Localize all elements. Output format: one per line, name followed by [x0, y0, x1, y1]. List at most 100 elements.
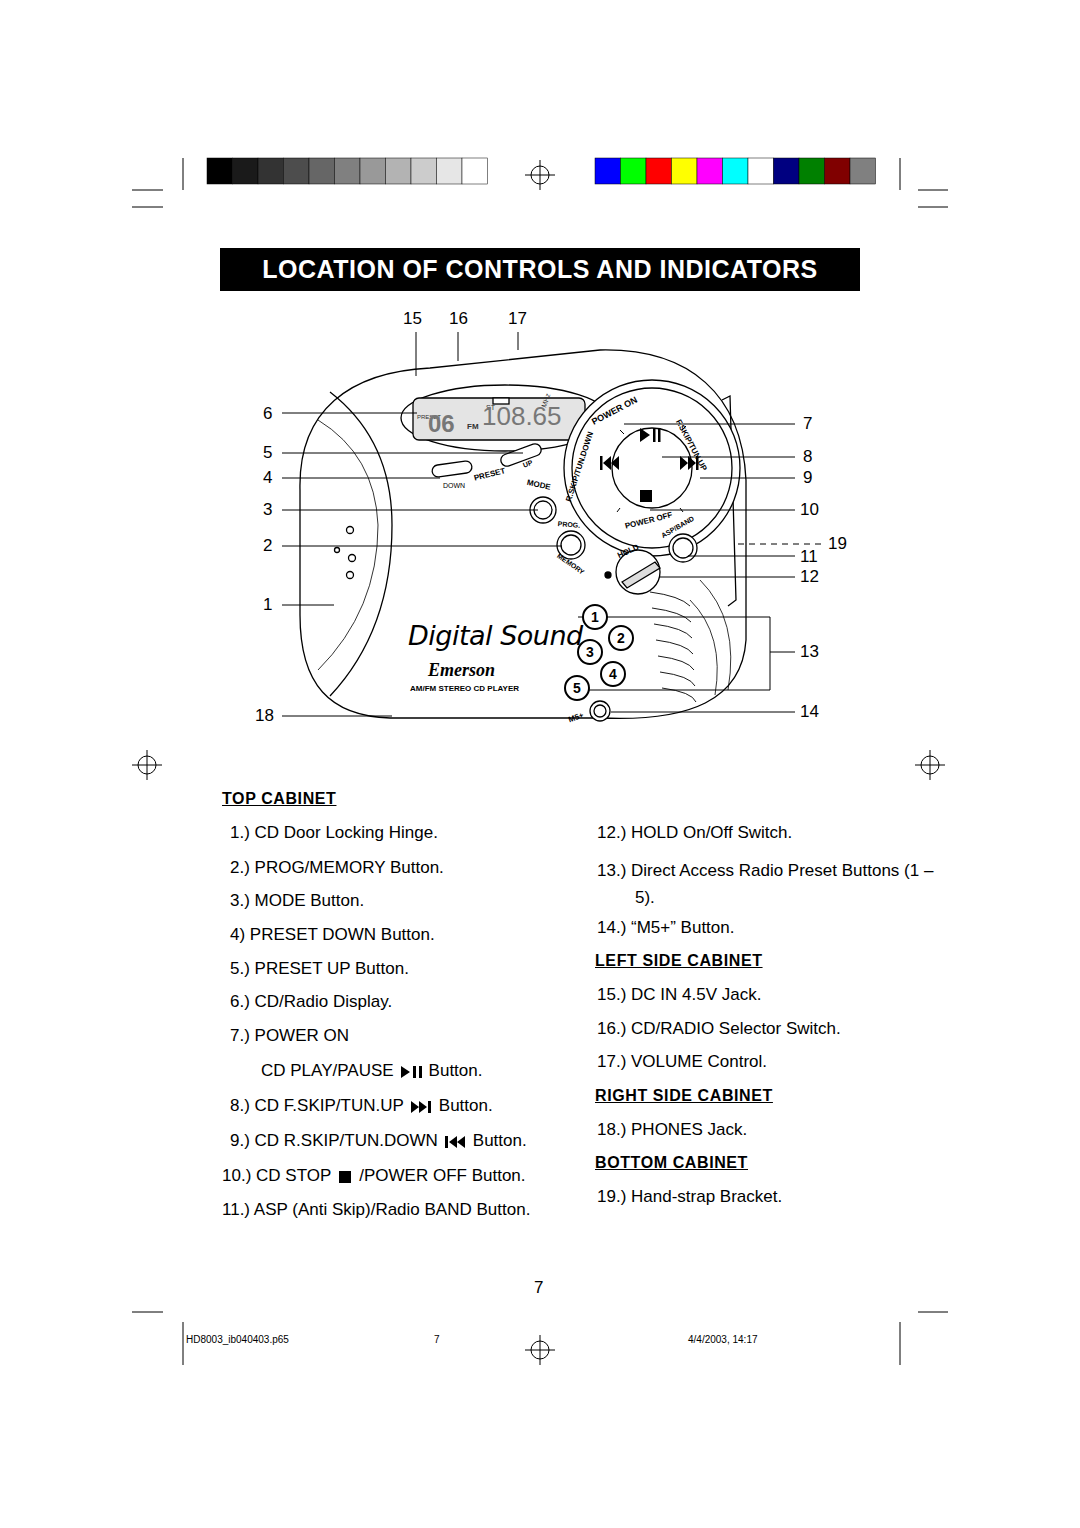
- colour-bar: [284, 158, 310, 184]
- preset-button: 5: [564, 675, 590, 701]
- legend-text: 17.) VOLUME Control.: [597, 1052, 767, 1072]
- grip-fin: [650, 592, 690, 606]
- colour-bar: [672, 158, 698, 184]
- callout-number: 16: [449, 309, 468, 329]
- colour-bar: [437, 158, 463, 184]
- device-marking: DOWN: [443, 482, 465, 490]
- device-marking: Emerson: [428, 660, 495, 681]
- legend-text: 16.) CD/RADIO Selector Switch.: [597, 1019, 841, 1039]
- colour-bar: [207, 158, 233, 184]
- legend-text: /POWER OFF Button.: [359, 1166, 525, 1186]
- callout-number: 4: [263, 468, 272, 488]
- legend-text: 15.) DC IN 4.5V Jack.: [597, 985, 761, 1005]
- device-marking: Digital Sound: [408, 620, 583, 651]
- button-number: 4: [609, 666, 617, 682]
- button-symbol: [400, 1065, 426, 1079]
- legend-text: 5.) PRESET UP Button.: [230, 959, 409, 979]
- grip-fin: [654, 624, 692, 638]
- page-footer: 7: [434, 1334, 440, 1346]
- callout-number: 3: [263, 500, 272, 520]
- legend-text: TOP CABINET: [222, 790, 336, 808]
- legend-text: Button.: [439, 1096, 493, 1116]
- legend-text: 1.) CD Door Locking Hinge.: [230, 823, 438, 843]
- device-marking: 108.65: [482, 402, 562, 432]
- legend-text: RIGHT SIDE CABINET: [595, 1087, 773, 1105]
- colour-bar: [825, 158, 851, 184]
- button-symbol: [444, 1135, 470, 1149]
- callout-number: 6: [263, 404, 272, 424]
- callout-number: 8: [803, 447, 812, 467]
- colour-bar: [309, 158, 335, 184]
- page-title: LOCATION OF CONTROLS AND INDICATORS: [262, 255, 817, 284]
- preset-button: 2: [608, 625, 634, 651]
- page-footer: 7: [534, 1278, 543, 1298]
- callout-number: 5: [263, 443, 272, 463]
- colour-bar: [595, 158, 621, 184]
- callout-number: 17: [508, 309, 527, 329]
- device-marking: AM/FM STEREO CD PLAYER: [410, 684, 519, 693]
- preset-button: 4: [600, 661, 626, 687]
- colour-bar: [386, 158, 412, 184]
- legend-text: 2.) PROG/MEMORY Button.: [230, 858, 444, 878]
- callout-number: 9: [803, 468, 812, 488]
- legend-text: BOTTOM CABINET: [595, 1154, 748, 1172]
- legend-text: 4) PRESET DOWN Button.: [230, 925, 435, 945]
- colour-bar: [360, 158, 386, 184]
- legend-text: 10.) CD STOP: [222, 1166, 331, 1186]
- callout-number: 11: [800, 547, 818, 567]
- legend-text: CD PLAY/PAUSE: [261, 1061, 394, 1081]
- grip-fin: [658, 656, 694, 670]
- colour-bar: [646, 158, 672, 184]
- callout-number: 13: [800, 642, 819, 662]
- legend-text: 6.) CD/Radio Display.: [230, 992, 392, 1012]
- colour-bar: [799, 158, 825, 184]
- callout-number: 12: [800, 567, 819, 587]
- colour-bar: [774, 158, 800, 184]
- colour-bar: [723, 158, 749, 184]
- colour-bar: [748, 158, 774, 184]
- colour-bar: [258, 158, 284, 184]
- legend-text: 12.) HOLD On/Off Switch.: [597, 823, 792, 843]
- grip-fin: [656, 640, 693, 654]
- legend-text: 18.) PHONES Jack.: [597, 1120, 747, 1140]
- legend-text: 14.) “M5+” Button.: [597, 918, 734, 938]
- colour-bar: [462, 158, 488, 184]
- colour-bar: [621, 158, 647, 184]
- page-footer: 4/4/2003, 14:17: [688, 1334, 758, 1346]
- page-footer: HD8003_ib040403.p65: [186, 1334, 289, 1346]
- title-band: LOCATION OF CONTROLS AND INDICATORS: [220, 248, 860, 291]
- legend-text: LEFT SIDE CABINET: [595, 952, 763, 970]
- colour-bar: [335, 158, 361, 184]
- callout-number: 19: [828, 534, 847, 554]
- colour-bar: [697, 158, 723, 184]
- legend-text: 11.) ASP (Anti Skip)/Radio BAND Button.: [222, 1200, 530, 1220]
- legend-text: 9.) CD R.SKIP/TUN.DOWN: [230, 1131, 438, 1151]
- callout-number: 14: [800, 702, 819, 722]
- legend-text: Button.: [429, 1061, 483, 1081]
- colour-bar: [850, 158, 876, 184]
- callout-number: 10: [800, 500, 819, 520]
- callout-number: 18: [255, 706, 274, 726]
- legend-text: 7.) POWER ON: [230, 1026, 349, 1046]
- device-marking: 06: [428, 410, 455, 438]
- legend-text: Button.: [473, 1131, 527, 1151]
- colour-bar: [411, 158, 437, 184]
- legend-text: 19.) Hand-strap Bracket.: [597, 1187, 782, 1207]
- legend-text: 13.) Direct Access Radio Preset Buttons …: [597, 857, 935, 911]
- callout-number: 2: [263, 536, 272, 556]
- button-number: 2: [617, 630, 625, 646]
- callout-number: 1: [263, 595, 272, 615]
- device-marking: FM: [467, 422, 479, 431]
- grip-fin: [652, 608, 691, 622]
- button-number: 5: [573, 680, 581, 696]
- button-number: 1: [591, 609, 599, 625]
- preset-button: 1: [582, 604, 608, 630]
- legend-text: 3.) MODE Button.: [230, 891, 364, 911]
- legend-text: 8.) CD F.SKIP/TUN.UP: [230, 1096, 404, 1116]
- callout-number: 7: [803, 414, 812, 434]
- grip-fin: [660, 672, 695, 686]
- button-number: 3: [586, 644, 594, 660]
- button-symbol: [410, 1100, 436, 1114]
